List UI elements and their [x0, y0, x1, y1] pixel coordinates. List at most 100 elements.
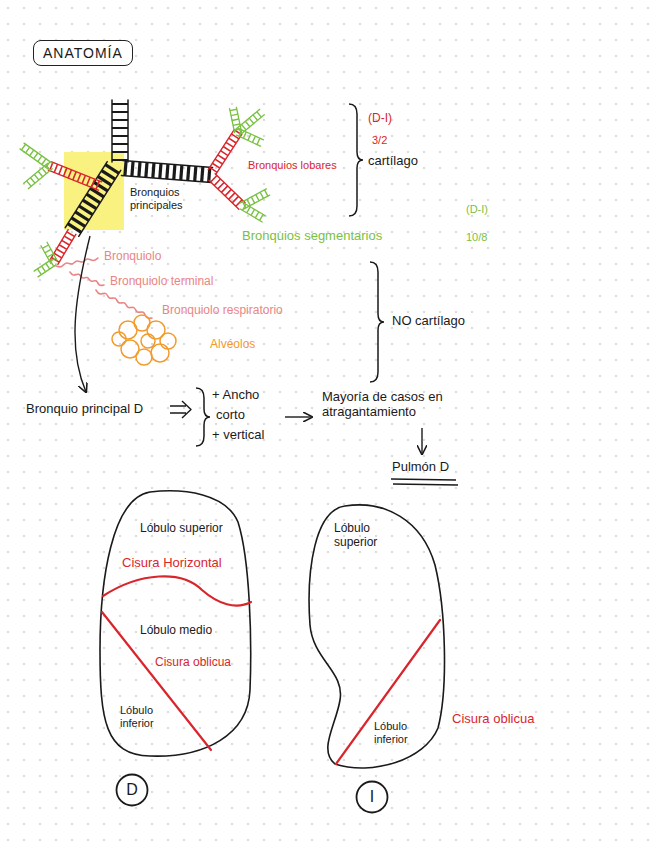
rung [265, 190, 268, 196]
rung [232, 196, 238, 202]
rung [229, 138, 237, 143]
bracket [370, 262, 384, 382]
rung [105, 165, 118, 174]
rail [48, 170, 98, 190]
rung [231, 114, 238, 115]
rail [215, 174, 245, 203]
rung [112, 151, 128, 153]
note-text: NO cartílago [392, 314, 465, 329]
rung [112, 111, 128, 113]
rung [72, 218, 85, 227]
rung [167, 164, 168, 179]
rung [248, 134, 251, 140]
segmental-bronchus [230, 107, 242, 132]
rail [24, 163, 48, 183]
fissure-line [336, 620, 440, 764]
bracket [349, 104, 363, 216]
lobar-bronchus [208, 130, 242, 175]
rung [22, 144, 26, 150]
rung [59, 245, 67, 250]
conclusion-text: Pulmón D [392, 460, 449, 475]
lung-outline-path [100, 491, 251, 756]
alveolus [121, 340, 139, 358]
rung [188, 166, 189, 181]
rung [30, 178, 34, 183]
rung [87, 194, 100, 203]
rung [218, 182, 224, 188]
rung [83, 200, 96, 209]
rung [210, 167, 218, 172]
rail [58, 234, 76, 264]
main-bronchus [121, 161, 212, 183]
rung [251, 209, 255, 215]
note-text: Mayoría de casos en atragantamiento [322, 390, 454, 420]
segmental-bronchus [237, 129, 264, 146]
rung [77, 173, 80, 181]
implies-arrow [170, 401, 191, 418]
rung [223, 146, 231, 151]
alveolus [160, 333, 176, 349]
rung [260, 214, 264, 220]
rung [253, 115, 257, 120]
rung [102, 171, 115, 180]
rung [47, 254, 53, 257]
respiratory-bronchiole [96, 290, 152, 318]
rung [132, 161, 133, 176]
side-letter: D [126, 782, 138, 798]
feature-item: + vertical [212, 428, 264, 443]
segmental-bronchus [24, 163, 52, 188]
lobar-bronchus [209, 174, 245, 209]
fissure-label: Cisura oblicua [155, 656, 231, 670]
right-lung: Lóbulo superiorCisura HorizontalLóbulo m… [95, 485, 260, 765]
rung [181, 165, 182, 180]
rung [249, 118, 253, 123]
rung [160, 164, 161, 179]
rung [256, 195, 259, 201]
rail [244, 195, 270, 209]
note-text: cartílago [368, 154, 418, 169]
rung [234, 129, 241, 130]
rung [257, 138, 260, 144]
terminal-bronchiole [70, 272, 104, 285]
rung [59, 166, 62, 174]
part-label: Bronquios lobares [248, 159, 337, 172]
rung [45, 249, 51, 252]
rung [46, 165, 50, 170]
lobe-label: Lóbulo medio [140, 624, 212, 638]
pointer-arrow [75, 236, 90, 392]
rung [229, 193, 235, 199]
rail [50, 230, 68, 260]
rung [42, 245, 48, 248]
rail [240, 189, 266, 203]
rung [67, 232, 75, 237]
rung [34, 153, 38, 159]
rung [112, 143, 128, 145]
rung [243, 132, 246, 138]
rung [112, 135, 128, 137]
rung [64, 236, 72, 241]
rung [215, 159, 223, 164]
rung [218, 155, 226, 160]
side-circle: D [115, 773, 149, 807]
left-lung: Lóbulo superiorCisura oblicuaLóbulo infe… [300, 498, 450, 778]
lobar-bronchus [50, 230, 76, 265]
rung [125, 161, 126, 176]
side-circle: I [355, 780, 389, 814]
rung [247, 207, 251, 213]
rung [68, 224, 81, 233]
lung-outline-path [309, 505, 444, 768]
rung [242, 204, 246, 210]
rung [195, 166, 196, 181]
rail [244, 203, 266, 216]
rung [233, 124, 240, 125]
lobe-label: Lóbulo inferior [374, 720, 418, 745]
rung [202, 167, 203, 182]
circle-outline-path [117, 775, 148, 806]
part-label: Bronquiolo respiratorio [162, 304, 283, 318]
side-letter: I [370, 789, 374, 805]
rung [62, 240, 70, 245]
rung [211, 176, 217, 182]
part-label: Bronquios principales [130, 186, 192, 211]
